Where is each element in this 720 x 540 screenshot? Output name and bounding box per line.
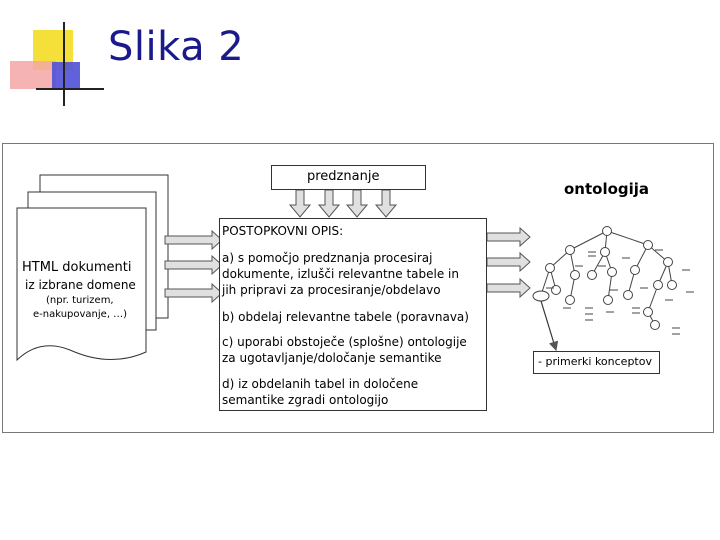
prior-knowledge-box: [271, 165, 426, 190]
step-b-line-1: b) obdelaj relevantne tabele (poravnava): [222, 310, 469, 324]
deco-vertical-line: [63, 22, 65, 106]
prior-knowledge-arrows: [288, 189, 398, 218]
prior-knowledge-label: predznanje: [307, 169, 380, 184]
process-box: [219, 218, 487, 411]
ontology-tree: [532, 226, 677, 330]
process-to-ontology-arrows: [486, 226, 531, 299]
instances-legend-label: - primerki konceptov: [538, 355, 652, 368]
documents-line-3: (npr. turizem,: [46, 295, 114, 306]
document-stack-icon: [16, 174, 169, 362]
doc-to-process-arrows: [164, 229, 223, 304]
step-c-line-1: c) uporabi obstoječe (splošne) ontologij…: [222, 335, 467, 349]
step-c-line-2: za ugotavljanje/določanje semantike: [222, 351, 442, 365]
process-heading: POSTOPKOVNI OPIS:: [222, 224, 344, 238]
step-d-line-1: d) iz obdelanih tabel in določene: [222, 377, 419, 391]
step-a-line-1: a) s pomočjo predznanja procesiraj: [222, 251, 433, 265]
ontology-label: ontologija: [564, 180, 650, 198]
deco-horizontal-line: [36, 88, 104, 90]
documents-line-2: iz izbrane domene: [25, 278, 136, 292]
step-a-line-2: dokumente, izlušči relevantne tabele in: [222, 267, 459, 281]
deco-red-square: [10, 61, 56, 89]
documents-line-4: e-nakupovanje, …): [33, 309, 128, 320]
step-d-line-2: semantike zgradi ontologijo: [222, 393, 389, 407]
deco-blue-square: [52, 62, 80, 90]
instances-legend-box: [533, 351, 660, 374]
step-a-line-3: jih pripravi za procesiranje/obdelavo: [222, 283, 441, 297]
slide-title: Slika 2: [108, 24, 245, 70]
documents-line-1: HTML dokumenti: [22, 260, 132, 275]
instance-dashes: [546, 249, 694, 335]
